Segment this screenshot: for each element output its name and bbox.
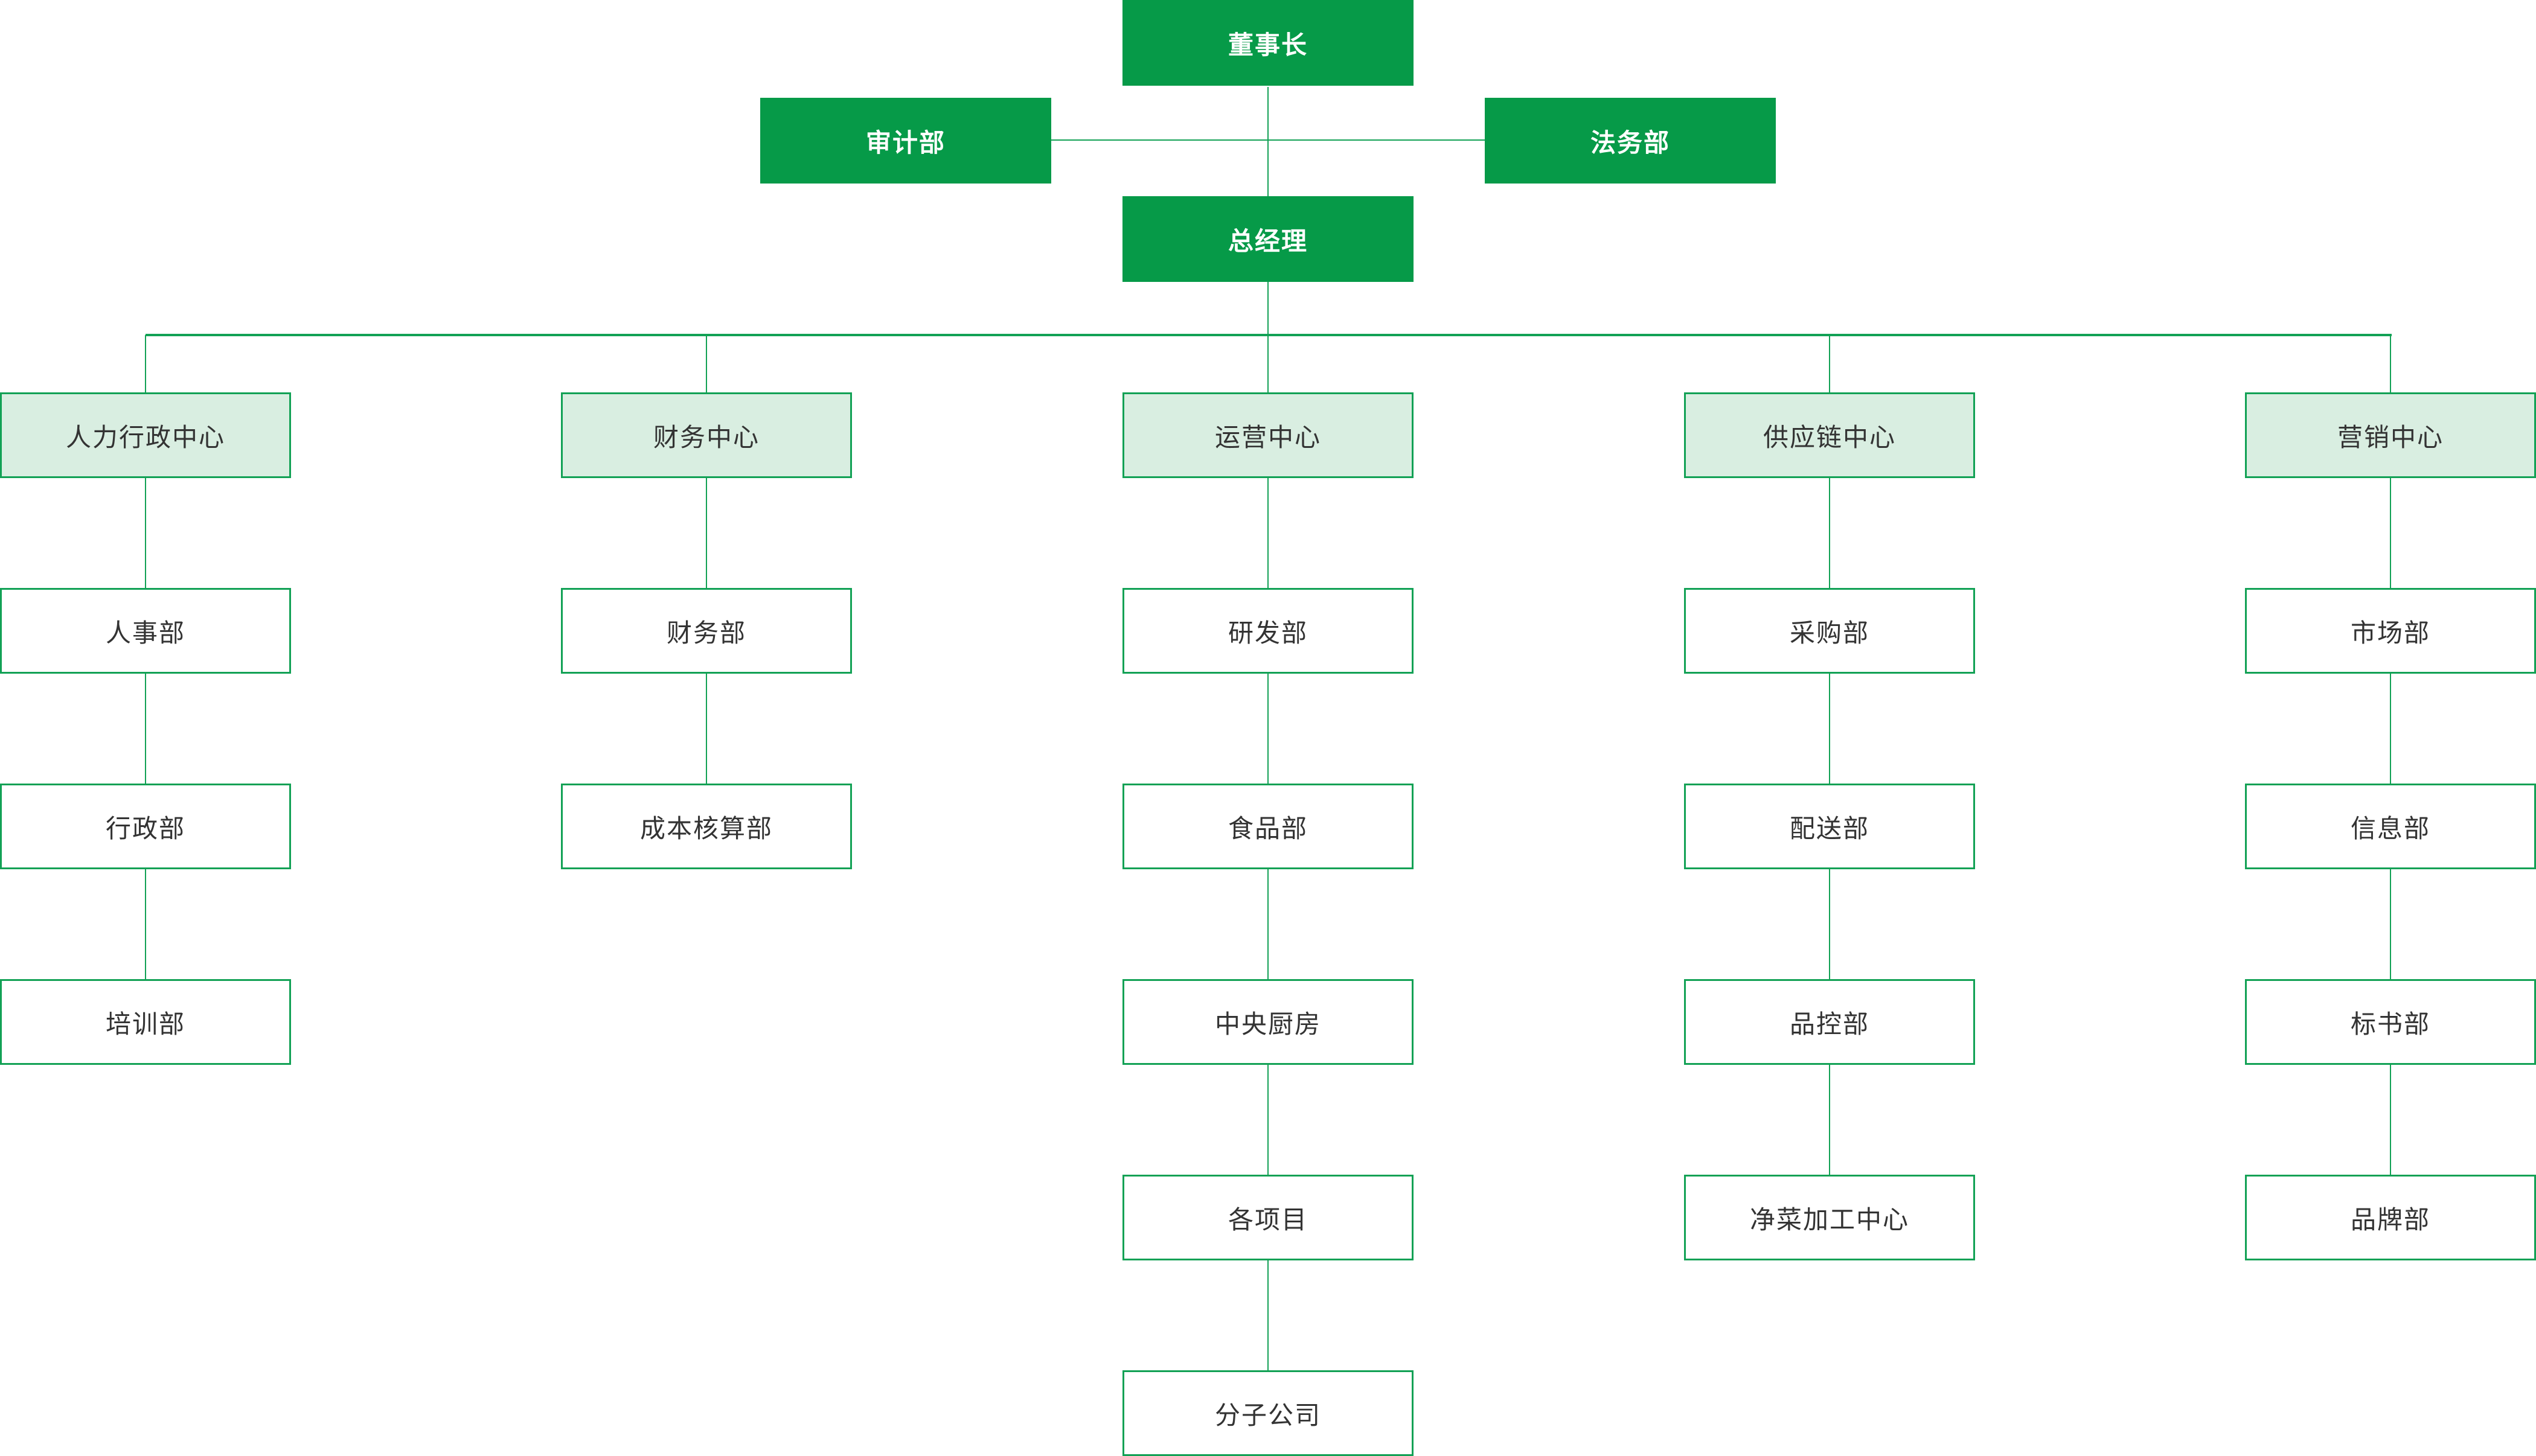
- dept-procurement: 采购部: [1684, 588, 1975, 674]
- connector-col1-seg1: [145, 478, 146, 588]
- dept-training: 培训部: [0, 979, 291, 1065]
- connector-col3-seg1: [1267, 478, 1269, 588]
- dept-distribution: 配送部: [1684, 784, 1975, 869]
- connector-chairman-gm: [1267, 87, 1269, 196]
- dept-admin: 行政部: [0, 784, 291, 869]
- connector-bus: [146, 334, 2392, 336]
- connector-col4-seg3: [1829, 869, 1830, 979]
- connector-col4-seg1: [1829, 478, 1830, 588]
- dept-cost-accounting: 成本核算部: [561, 784, 852, 869]
- dept-projects: 各项目: [1122, 1175, 1414, 1260]
- connector-bus-col4: [1829, 335, 1830, 392]
- connector-col2-seg1: [706, 478, 707, 588]
- connector-col3-seg4: [1267, 1065, 1269, 1175]
- center-finance: 财务中心: [561, 392, 852, 478]
- node-general-manager: 总经理: [1122, 196, 1414, 282]
- node-legal-dept: 法务部: [1485, 98, 1776, 184]
- connector-bus-col5: [2390, 335, 2391, 392]
- center-supply-chain: 供应链中心: [1684, 392, 1975, 478]
- connector-col5-seg4: [2390, 1065, 2391, 1175]
- connector-col2-seg2: [706, 674, 707, 784]
- connector-col1-seg2: [145, 674, 146, 784]
- connector-col5-seg2: [2390, 674, 2391, 784]
- dept-quality-control: 品控部: [1684, 979, 1975, 1065]
- dept-rd: 研发部: [1122, 588, 1414, 674]
- connector-col5-seg3: [2390, 869, 2391, 979]
- connector-bus-col2: [706, 335, 707, 392]
- dept-fresh-cut-processing: 净菜加工中心: [1684, 1175, 1975, 1260]
- center-marketing: 营销中心: [2245, 392, 2536, 478]
- connector-col4-seg4: [1829, 1065, 1830, 1175]
- connector-col3-seg5: [1267, 1260, 1269, 1370]
- dept-subsidiaries: 分子公司: [1122, 1370, 1414, 1456]
- connector-col5-seg1: [2390, 478, 2391, 588]
- connector-col3-seg3: [1267, 869, 1269, 979]
- center-hr-admin: 人力行政中心: [0, 392, 291, 478]
- connector-audit-legal: [1051, 139, 1485, 141]
- node-audit-dept: 审计部: [760, 98, 1051, 184]
- dept-food: 食品部: [1122, 784, 1414, 869]
- node-chairman: 董事长: [1122, 0, 1414, 86]
- dept-information: 信息部: [2245, 784, 2536, 869]
- dept-brand: 品牌部: [2245, 1175, 2536, 1260]
- connector-col4-seg2: [1829, 674, 1830, 784]
- connector-bus-col3: [1267, 335, 1269, 392]
- connector-bus-col1: [145, 335, 146, 392]
- dept-hr: 人事部: [0, 588, 291, 674]
- dept-central-kitchen: 中央厨房: [1122, 979, 1414, 1065]
- dept-market: 市场部: [2245, 588, 2536, 674]
- dept-finance: 财务部: [561, 588, 852, 674]
- connector-gm-bus: [1267, 282, 1269, 335]
- center-operations: 运营中心: [1122, 392, 1414, 478]
- connector-col1-seg3: [145, 869, 146, 979]
- dept-bidding: 标书部: [2245, 979, 2536, 1065]
- connector-col3-seg2: [1267, 674, 1269, 784]
